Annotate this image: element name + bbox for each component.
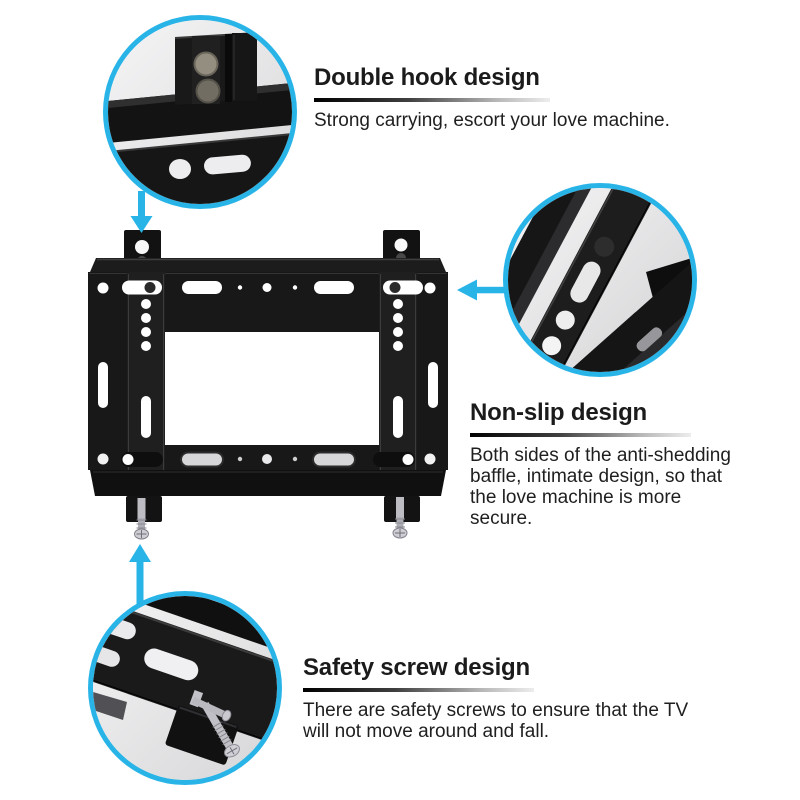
feature-body-line: baffle, intimate design, so that [470, 465, 723, 487]
feature-safety-screw: Safety screw design There are safety scr… [303, 654, 743, 742]
safety-screw-closeup-photo [93, 596, 277, 780]
top-wall-bar [90, 258, 446, 272]
feature-body-line: There are safety screws to ensure that t… [303, 699, 689, 721]
arrow-up-icon [129, 544, 151, 604]
feature-body: Both sides of the anti-shedding baffle, … [470, 445, 770, 529]
callout-circle-double-hook [103, 15, 297, 209]
feature-non-slip: Non-slip design Both sides of the anti-s… [470, 399, 770, 529]
feature-title-double-hook: Double hook design [314, 64, 540, 91]
callout-circle-safety-screw [88, 591, 282, 785]
arrow-down-icon [130, 191, 153, 233]
mounting-holes-top-row [97, 280, 436, 295]
feature-body: There are safety screws to ensure that t… [303, 700, 743, 742]
feature-title-safety-screw: Safety screw design [303, 654, 530, 681]
divider-gradient [470, 432, 691, 437]
feature-body-line: secure. [470, 507, 533, 529]
callout-circle-non-slip [503, 183, 697, 377]
safety-screw-left [134, 498, 149, 540]
feature-body-line: will not move around and fall. [303, 720, 550, 742]
vesa-hole-columns [98, 299, 438, 438]
divider-gradient [314, 97, 550, 102]
feature-body-line: Both sides of the anti-shedding [470, 444, 731, 466]
mounting-holes-bottom-row [97, 451, 436, 468]
safety-screw-right [392, 497, 408, 539]
feature-body: Strong carrying, escort your love machin… [314, 110, 734, 131]
double-hook-closeup-photo [108, 20, 292, 204]
arrow-left-icon [457, 279, 506, 301]
feature-double-hook: Double hook design Strong carrying, esco… [314, 64, 734, 131]
feature-body-line: the love machine is more [470, 486, 682, 508]
feature-title-non-slip: Non-slip design [470, 399, 648, 426]
non-slip-rail-closeup-photo [508, 188, 692, 372]
tv-wall-mount-bracket [88, 230, 448, 540]
feature-body-line: Strong carrying, escort your love machin… [314, 109, 670, 131]
divider-gradient [303, 687, 534, 692]
